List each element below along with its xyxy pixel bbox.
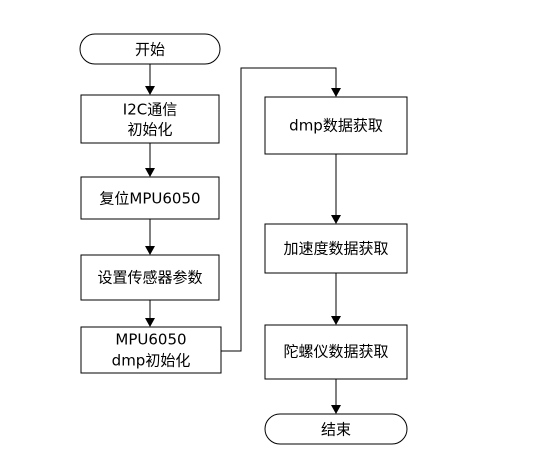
arrowhead-accel xyxy=(331,215,341,224)
arrowhead-gyro xyxy=(331,316,341,325)
start-terminator xyxy=(79,33,221,65)
arrowhead-dmpdata xyxy=(331,88,341,97)
i2c-init-box xyxy=(80,94,220,144)
edges xyxy=(145,64,341,414)
gyro-data-box xyxy=(264,324,408,380)
node-start: 开始 xyxy=(79,33,221,65)
dmp-data-label: dmp数据获取 xyxy=(289,117,383,135)
arrowhead-params xyxy=(145,246,155,255)
dmp-data-box xyxy=(264,96,408,155)
node-end: 结束 xyxy=(264,413,408,445)
accel-data-label: 加速度数据获取 xyxy=(283,240,388,258)
dmp-init-label-line1: MPU6050 xyxy=(115,331,186,349)
arrowhead-i2c xyxy=(145,86,155,95)
arrowhead-dmpinit xyxy=(145,318,155,327)
accel-data-box xyxy=(264,223,408,274)
gyro-data-label: 陀螺仪数据获取 xyxy=(283,343,388,361)
node-i2c-init: I2C通信 初始化 xyxy=(80,94,220,144)
arrowhead-reset xyxy=(145,168,155,177)
end-terminator xyxy=(264,413,408,445)
dmp-init-box xyxy=(80,326,222,374)
node-reset-mpu: 复位MPU6050 xyxy=(80,176,220,220)
i2c-init-label-line1: I2C通信 xyxy=(123,101,177,119)
node-gyro-data: 陀螺仪数据获取 xyxy=(264,324,408,380)
node-set-params: 设置传感器参数 xyxy=(80,254,220,301)
set-params-label: 设置传感器参数 xyxy=(97,269,202,287)
reset-mpu-box xyxy=(80,176,220,220)
reset-mpu-label: 复位MPU6050 xyxy=(99,190,200,208)
i2c-init-label-line2: 初始化 xyxy=(127,121,172,139)
node-dmp-data: dmp数据获取 xyxy=(264,96,408,155)
edge-dmpinit-to-dmpdata xyxy=(221,67,337,352)
end-label: 结束 xyxy=(321,421,351,439)
arrowhead-end xyxy=(331,405,341,414)
node-dmp-init: MPU6050 dmp初始化 xyxy=(80,326,222,374)
start-label: 开始 xyxy=(135,41,165,59)
node-accel-data: 加速度数据获取 xyxy=(264,223,408,274)
dmp-init-label-line2: dmp初始化 xyxy=(112,352,191,370)
set-params-box xyxy=(80,254,220,301)
